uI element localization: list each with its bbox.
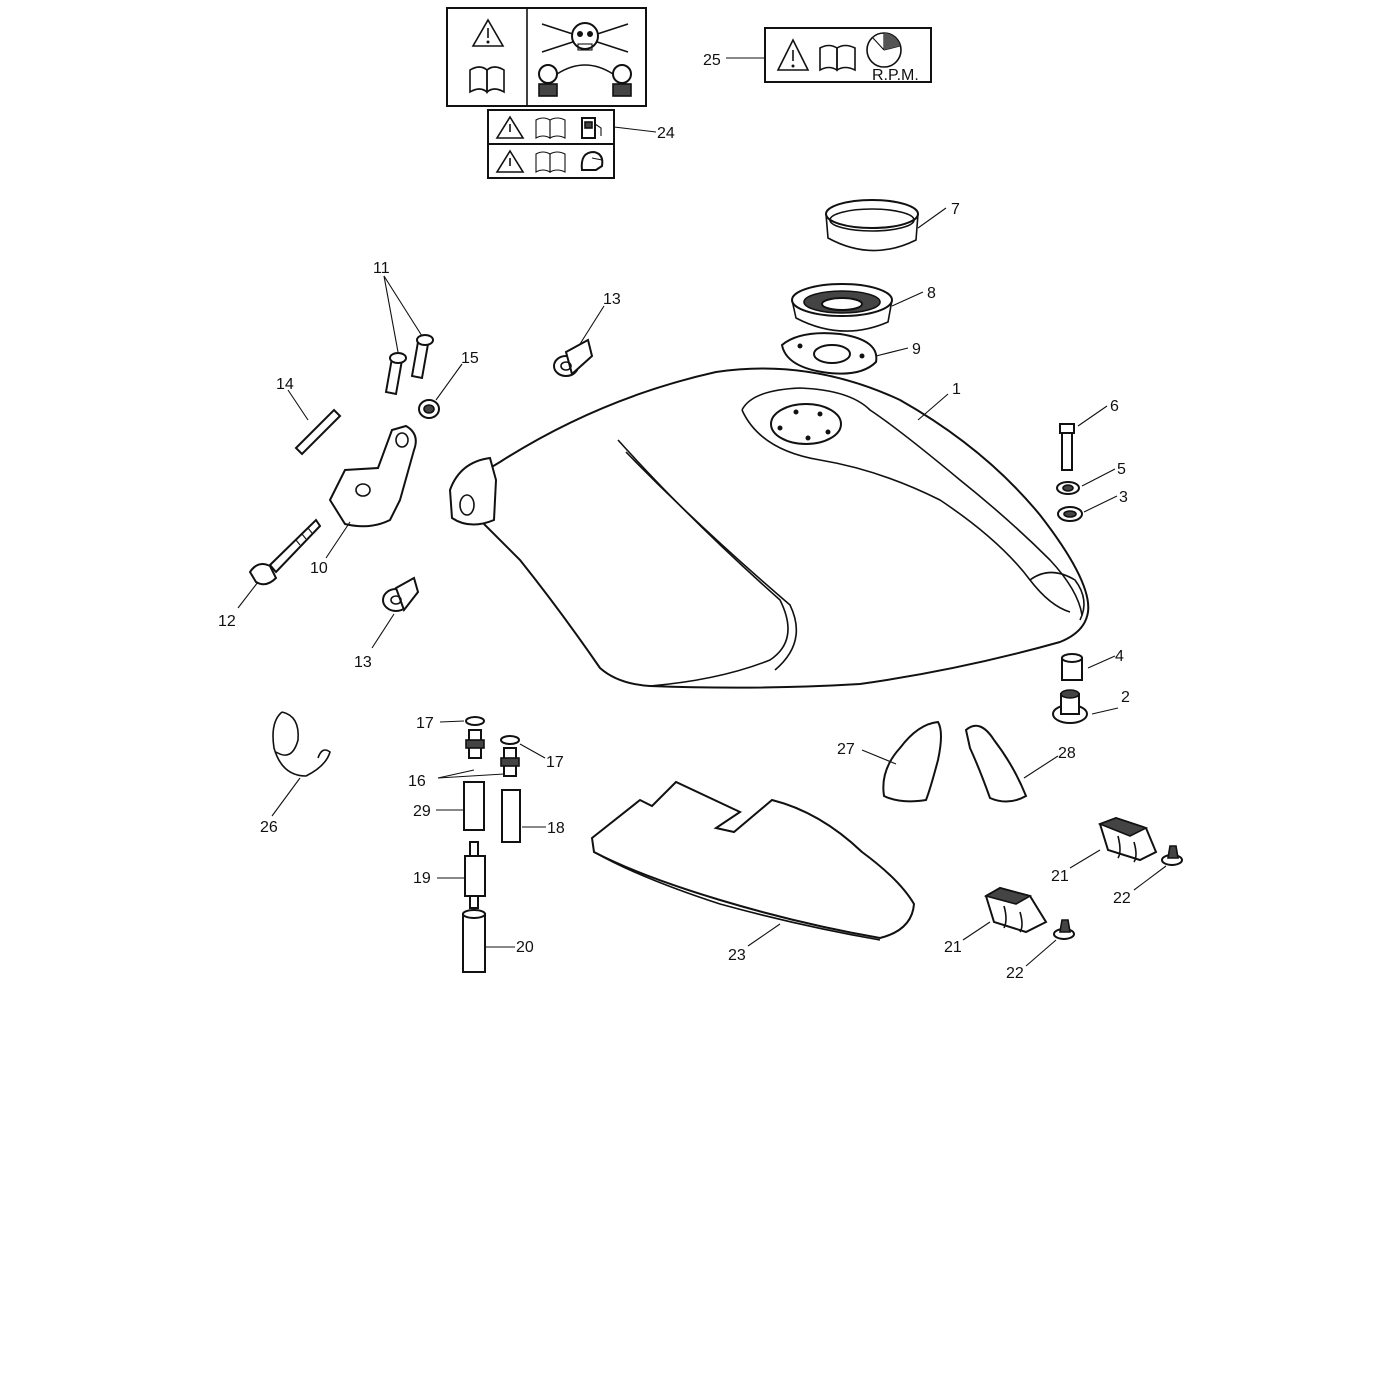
o-ring-left	[465, 716, 485, 726]
callout-3: 3	[1119, 489, 1128, 506]
callout-20: 20	[516, 939, 534, 956]
callout-13-upper: 13	[603, 291, 621, 308]
callout-19: 19	[413, 870, 431, 887]
heat-shield	[590, 780, 916, 941]
callout-12: 12	[218, 613, 236, 630]
grommet-lower	[382, 576, 420, 613]
rubber-mount	[1057, 506, 1083, 522]
union-fitting-left	[465, 729, 485, 759]
callout-23: 23	[728, 947, 746, 964]
tank-bolt	[1059, 423, 1075, 471]
knee-pad-left	[882, 720, 942, 803]
callout-11: 11	[373, 260, 390, 277]
manual-book-icon	[535, 117, 566, 173]
warning-label-24	[487, 109, 615, 179]
callout-26: 26	[260, 819, 278, 836]
callout-4: 4	[1115, 648, 1124, 665]
callout-13-lower: 13	[354, 654, 372, 671]
callout-22-upper: 22	[1113, 890, 1131, 907]
skull-crossbones-icon	[538, 22, 632, 97]
fuel-filter	[464, 841, 486, 909]
callout-18: 18	[547, 820, 565, 837]
callout-5: 5	[1117, 461, 1126, 478]
callout-16: 16	[408, 773, 426, 790]
manual-book-icon	[469, 66, 505, 94]
union-fitting-right	[500, 747, 520, 777]
callout-28: 28	[1058, 745, 1076, 762]
grommet-upper	[553, 338, 594, 377]
callout-17-right: 17	[546, 754, 564, 771]
screw-upper	[1161, 845, 1183, 866]
callout-17-left: 17	[416, 715, 434, 732]
callout-9: 9	[912, 341, 921, 358]
leader-lines	[237, 57, 1167, 967]
callout-7: 7	[951, 201, 960, 218]
rear-grommet	[1052, 689, 1088, 724]
filler-seal-ring	[825, 199, 919, 252]
fuel-pump-icon	[581, 117, 602, 139]
callout-29: 29	[413, 803, 431, 820]
callout-8: 8	[927, 285, 936, 302]
callout-15: 15	[461, 350, 479, 367]
rpm-gauge-icon	[866, 32, 902, 68]
callout-25: 25	[703, 52, 721, 69]
mount-nut	[418, 399, 440, 419]
warning-triangle-icon	[495, 115, 525, 173]
hose-29	[463, 781, 485, 831]
manual-book-icon	[819, 44, 856, 72]
washer	[1056, 481, 1080, 495]
wire-clip	[272, 711, 331, 777]
mounting-bracket	[328, 424, 417, 528]
warning-triangle-icon	[471, 18, 505, 47]
screw-lower	[1053, 919, 1075, 940]
knee-pad-right	[964, 724, 1028, 803]
hose-20	[462, 909, 486, 973]
callout-labels: 1 2 3 4 5 6 7 8 9 10 11 12 13 13 14 15 1…	[218, 52, 1131, 982]
fuel-tank	[448, 367, 1090, 689]
callout-21-upper: 21	[1051, 868, 1069, 885]
warning-triangle-icon	[776, 38, 810, 71]
helmet-icon	[580, 150, 604, 171]
warning-label-large	[446, 7, 647, 107]
callout-21-lower: 21	[944, 939, 962, 956]
mount-pin	[294, 408, 342, 456]
rubber-block-lower	[983, 886, 1048, 934]
callout-1: 1	[952, 381, 961, 398]
callout-2: 2	[1121, 689, 1130, 706]
rpm-label: R.P.M.	[872, 67, 919, 84]
o-ring-right	[500, 735, 520, 745]
hose-18	[501, 789, 521, 843]
spacer	[1061, 653, 1083, 681]
callout-14: 14	[276, 376, 294, 393]
callout-10: 10	[310, 560, 328, 577]
filler-gasket	[780, 332, 878, 375]
callout-22-lower: 22	[1006, 965, 1024, 982]
callout-6: 6	[1110, 398, 1119, 415]
rubber-block-upper	[1097, 816, 1158, 863]
callout-24: 24	[657, 125, 675, 142]
warning-label-25: R.P.M.	[764, 27, 932, 84]
rivet-pair	[384, 334, 434, 396]
callout-27: 27	[837, 741, 855, 758]
filler-cap-housing	[791, 283, 893, 332]
mount-bolt	[248, 518, 322, 586]
